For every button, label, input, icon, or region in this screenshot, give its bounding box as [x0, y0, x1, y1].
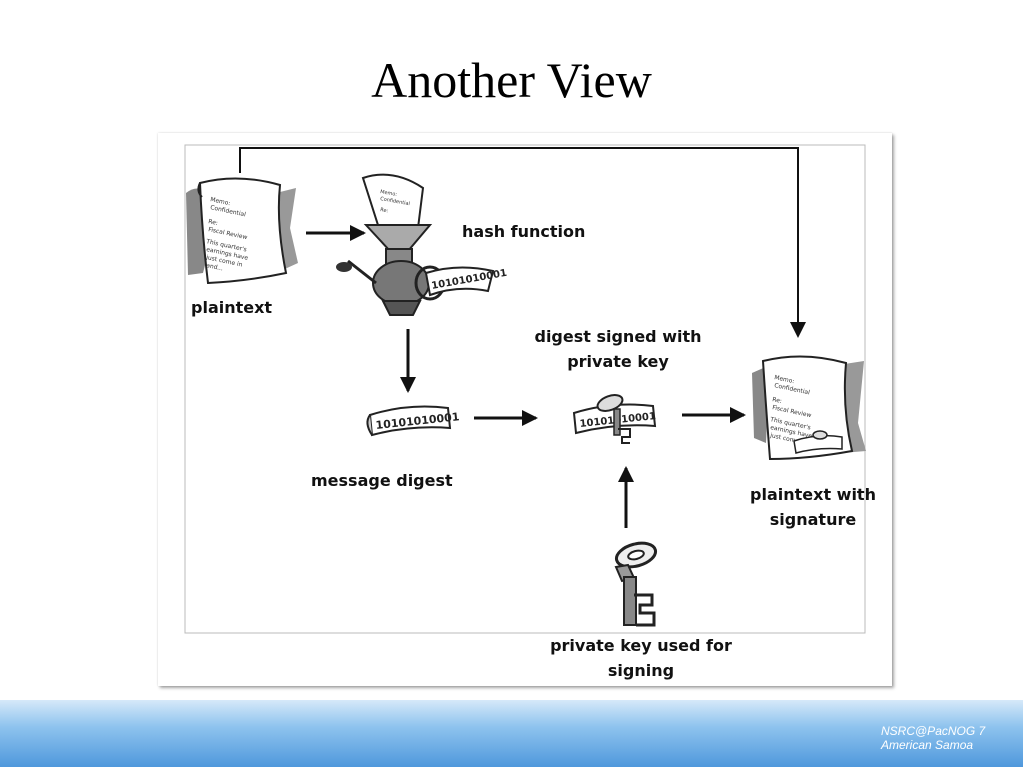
label-digest-signed: digest signed with private key: [508, 324, 728, 374]
label-hash-function: hash function: [462, 222, 586, 241]
label-message-digest: message digest: [311, 471, 453, 490]
grinder-memo-line-2: Confidential: [380, 196, 411, 207]
label-private-key-line1: private key used for: [550, 636, 732, 655]
footer-line-2: American Samoa: [881, 738, 974, 752]
meat-grinder-icon: Memo: Confidential Re: 10101010001: [336, 173, 508, 316]
label-plaintext: plaintext: [191, 298, 273, 317]
key-icon: [614, 541, 658, 627]
signed-memo-line-3: Re:: [772, 396, 783, 405]
message-digest-ribbon-icon: 10101010001: [366, 405, 460, 437]
memo-line-3: Re:: [208, 218, 219, 227]
label-private-key: private key used for signing: [531, 633, 751, 683]
label-plaintext-sig-line2: signature: [769, 510, 857, 529]
grinder-memo-line-1: Memo:: [380, 189, 398, 198]
label-private-key-line2: signing: [607, 661, 675, 680]
signed-memo-line-1: Memo:: [774, 374, 795, 385]
signature-diagram: Memo: Confidential Re: Fiscal Review Thi…: [158, 133, 892, 686]
plaintext-document-icon: Memo: Confidential Re: Fiscal Review Thi…: [186, 177, 298, 285]
signed-digest-icon: 10101010001: [572, 394, 656, 444]
label-plaintext-with-signature: plaintext with signature: [703, 482, 923, 532]
slide-title: Another View: [371, 52, 652, 108]
label-digest-signed-line2: private key: [567, 352, 669, 371]
diagram-frame: [184, 144, 866, 634]
footer-line-1: NSRC@PacNOG 7: [881, 724, 986, 738]
memo-line-1: Memo:: [210, 196, 231, 207]
label-digest-signed-line1: digest signed with: [534, 327, 702, 346]
grinder-memo-line-3: Re:: [380, 207, 389, 214]
label-plaintext-sig-line1: plaintext with: [750, 485, 876, 504]
top-route-arrow: [239, 147, 806, 338]
signed-document-icon: Memo: Confidential Re: Fiscal Review Thi…: [752, 355, 866, 461]
memo-line-8: and...: [206, 262, 224, 272]
footer-bar: NSRC@PacNOG 7 American Samoa: [0, 700, 1023, 767]
footer-credit: NSRC@PacNOG 7 American Samoa: [881, 724, 985, 752]
diagram-canvas: Memo: Confidential Re: Fiscal Review Thi…: [184, 144, 866, 634]
